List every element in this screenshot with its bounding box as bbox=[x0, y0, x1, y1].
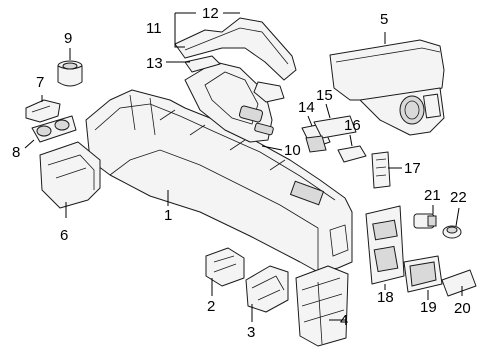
part-bracket-2 bbox=[205, 247, 245, 287]
callout-10: 10 bbox=[284, 142, 301, 159]
callout-18: 18 bbox=[377, 289, 394, 306]
callout-9: 9 bbox=[64, 30, 72, 47]
callout-17: 17 bbox=[404, 160, 421, 177]
part-pad-20 bbox=[441, 269, 477, 297]
callout-15: 15 bbox=[316, 87, 333, 104]
callout-13: 13 bbox=[146, 55, 163, 72]
callout-22: 22 bbox=[450, 189, 467, 206]
part-switch-21 bbox=[413, 213, 437, 229]
part-pocket-19 bbox=[403, 255, 443, 293]
part-bezel-17 bbox=[371, 151, 391, 189]
callout-8: 8 bbox=[12, 144, 20, 161]
part-knob-22 bbox=[442, 225, 462, 239]
part-armrest-lid bbox=[329, 39, 445, 136]
part-frame-4 bbox=[295, 265, 349, 347]
callout-1: 1 bbox=[164, 207, 172, 224]
part-bracket-7 bbox=[25, 99, 61, 123]
callout-21: 21 bbox=[424, 187, 441, 204]
callout-5: 5 bbox=[380, 11, 388, 28]
part-duct-3 bbox=[245, 265, 289, 313]
callout-4: 4 bbox=[340, 312, 348, 329]
callout-3: 3 bbox=[247, 324, 255, 341]
part-bezel-18 bbox=[365, 205, 405, 285]
part-trim-strips bbox=[174, 17, 297, 103]
callout-19: 19 bbox=[420, 299, 437, 316]
part-console-body bbox=[85, 89, 353, 273]
callout-6: 6 bbox=[60, 227, 68, 244]
callout-labels: 1 2 3 4 5 6 7 8 9 10 11 12 13 14 15 16 1… bbox=[12, 5, 471, 341]
callout-2: 2 bbox=[207, 298, 215, 315]
callout-11: 11 bbox=[146, 20, 162, 37]
callout-12: 12 bbox=[202, 5, 219, 22]
callout-16: 16 bbox=[344, 117, 361, 134]
part-bracket-6 bbox=[39, 141, 101, 209]
callout-7: 7 bbox=[36, 74, 44, 91]
callout-20: 20 bbox=[454, 300, 471, 317]
callout-14: 14 bbox=[298, 99, 315, 116]
part-shifter-bezel bbox=[184, 61, 274, 143]
part-switch-panel bbox=[301, 115, 367, 163]
part-cup-insert bbox=[57, 60, 83, 87]
leader-lines bbox=[24, 12, 463, 322]
part-cup-rings bbox=[31, 115, 77, 143]
